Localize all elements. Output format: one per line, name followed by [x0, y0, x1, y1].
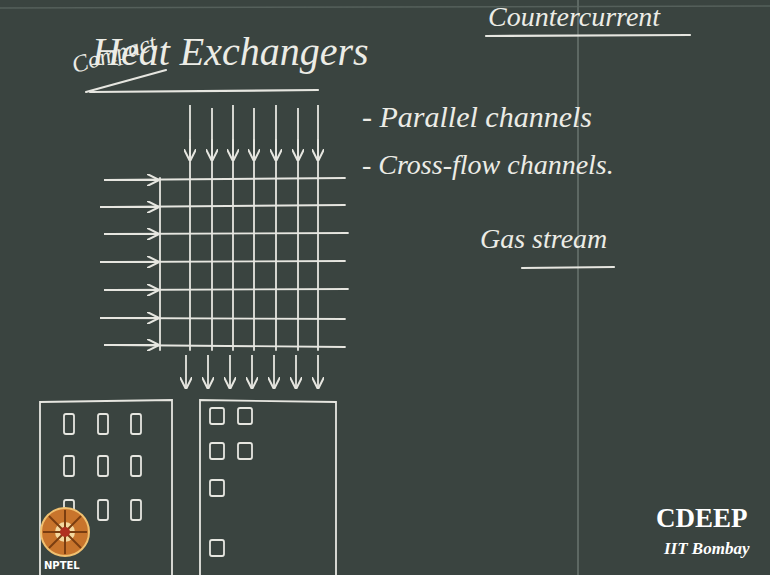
nptel-logo	[41, 508, 89, 556]
chalk-stroke	[210, 443, 224, 459]
chalk-stroke	[185, 355, 187, 388]
chalk-stroke	[210, 540, 224, 556]
chalk-stroke	[159, 178, 161, 350]
chalk-stroke	[317, 355, 319, 388]
chalk-stroke	[486, 35, 690, 36]
chalk-stroke	[238, 443, 252, 459]
chalk-stroke	[100, 317, 158, 319]
chalk-stroke	[104, 179, 158, 181]
chalk-stroke	[253, 108, 255, 160]
board-seam	[577, 0, 579, 575]
note: Gas stream	[480, 224, 607, 255]
chalk-stroke	[317, 105, 319, 160]
chalk-stroke	[100, 206, 158, 208]
chalk-stroke	[49, 516, 81, 548]
flow-arrows	[100, 105, 318, 388]
chalk-stroke	[210, 480, 224, 496]
logo-text: NPTEL	[44, 560, 80, 571]
chalk-stroke	[189, 105, 191, 160]
chalk-stroke	[273, 355, 275, 388]
chalk-stroke	[40, 400, 172, 575]
chalk-stroke	[64, 414, 74, 434]
chalk-stroke	[232, 105, 234, 160]
chalk-stroke	[131, 414, 141, 434]
chalk-stroke	[522, 267, 614, 268]
chalk-stroke	[104, 344, 158, 346]
chalk-stroke	[295, 355, 297, 388]
chalk-stroke	[275, 105, 277, 160]
chalk-stroke	[60, 527, 70, 537]
chalk-stroke	[98, 500, 108, 520]
channel-blocks	[40, 400, 336, 575]
watermark: CDEEP	[656, 504, 748, 534]
bullet-note: - Parallel channels	[362, 100, 592, 133]
chalk-stroke	[105, 178, 345, 180]
chalk-stroke	[251, 355, 253, 388]
chalk-stroke	[210, 408, 224, 424]
watermark: IIT Bombay	[664, 540, 749, 559]
chalk-stroke	[229, 355, 231, 388]
chalk-stroke	[104, 233, 158, 235]
chalk-stroke	[207, 355, 209, 388]
chalk-stroke	[98, 456, 108, 476]
chalk-stroke	[100, 261, 158, 263]
chalk-stroke	[90, 90, 318, 92]
chalk-stroke	[104, 289, 158, 291]
chalk-stroke	[49, 516, 81, 548]
chalk-stroke	[41, 508, 89, 556]
bullet-note: - Cross-flow channels.	[362, 150, 614, 181]
topic-heading: Countercurrent	[488, 2, 660, 33]
chalk-stroke	[238, 408, 252, 424]
chalk-stroke	[98, 414, 108, 434]
chalk-stroke	[297, 108, 299, 160]
chalk-stroke	[131, 500, 141, 520]
chalk-stroke	[200, 400, 336, 575]
chalk-stroke	[211, 108, 213, 160]
chalk-stroke	[43, 510, 87, 554]
chalk-stroke	[131, 456, 141, 476]
chalk-stroke	[64, 456, 74, 476]
